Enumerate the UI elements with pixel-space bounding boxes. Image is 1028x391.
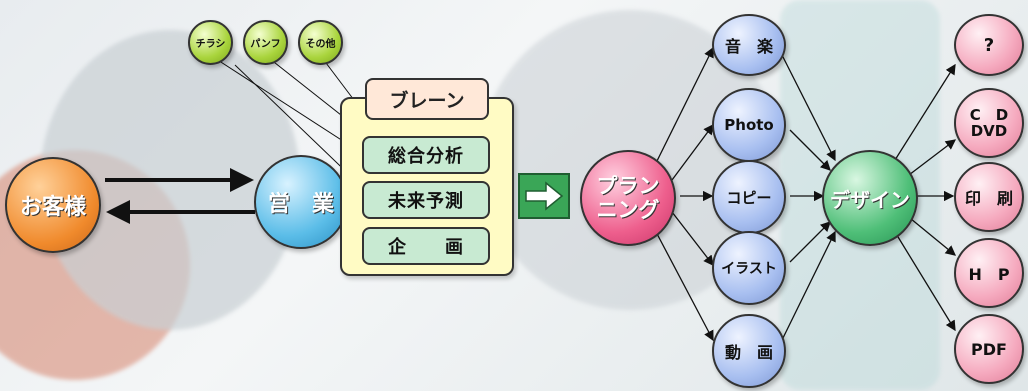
brain-item-planning: 企 画 — [362, 227, 490, 265]
output-cd-dvd: C D DVD — [954, 88, 1024, 158]
brain-title: ブレーン — [365, 78, 489, 120]
output-question: ? — [954, 14, 1024, 76]
design-node: デザイン — [822, 150, 918, 246]
brain-item-analysis: 総合分析 — [362, 136, 490, 174]
output-print: 印 刷 — [954, 162, 1024, 232]
output-hp: H P — [954, 238, 1024, 308]
sales-node: 営 業 — [254, 155, 348, 249]
media-video: 動 画 — [712, 314, 786, 388]
media-illust: イラスト — [712, 231, 786, 305]
media-copy: コピー — [712, 160, 786, 234]
media-photo: Photo — [712, 88, 786, 162]
customer-node: お客様 — [5, 157, 101, 253]
tag-pamphlet: パンフ — [243, 20, 288, 65]
brain-item-forecast: 未来予測 — [362, 181, 490, 219]
forward-arrow-icon — [518, 173, 570, 219]
tag-other: その他 — [298, 20, 343, 65]
tag-flyer: チラシ — [188, 20, 233, 65]
media-music: 音 楽 — [712, 14, 786, 76]
output-pdf: PDF — [954, 314, 1024, 384]
planning-node: プラン ニング — [580, 150, 676, 246]
